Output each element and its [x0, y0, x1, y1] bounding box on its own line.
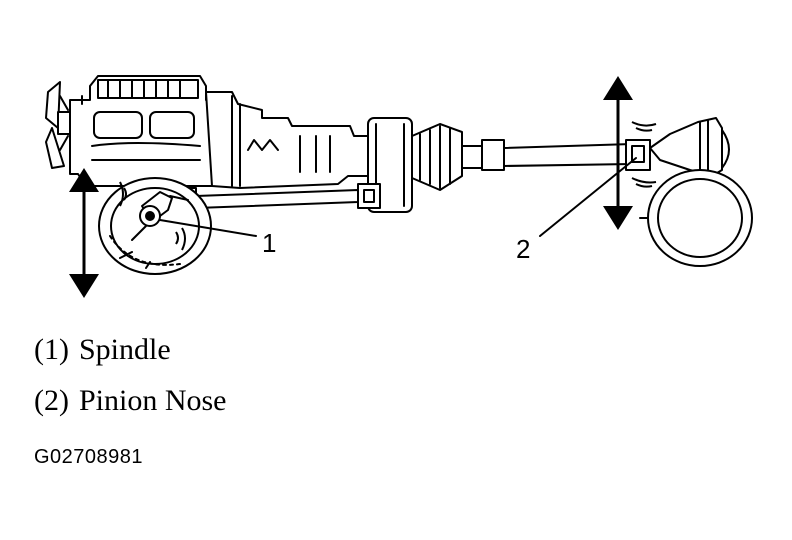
drivetrain-illustration: 1 2 [45, 75, 753, 298]
legend-label: Pinion Nose [78, 384, 227, 417]
engine-block [69, 75, 213, 187]
spindle [131, 191, 189, 241]
legend-id: (2) [34, 384, 69, 417]
legend-id: (1) [34, 333, 69, 366]
rear-differential [649, 117, 730, 177]
transfer-case [367, 117, 463, 213]
callout-1-leader [159, 219, 257, 237]
rear-driveshaft [461, 139, 651, 171]
callout-2-leader [539, 157, 637, 237]
vibration-lines-icon [119, 121, 657, 251]
legend-item-pinion-nose: (2) Pinion Nose [34, 386, 227, 416]
legend-item-spindle: (1) Spindle [34, 335, 171, 365]
legend-label: Spindle [78, 333, 171, 366]
figure-code: G02708981 [34, 446, 144, 468]
callout-2-number: 2 [516, 234, 530, 264]
transmission [205, 91, 373, 189]
fan-icon [45, 81, 73, 169]
rear-wheel [639, 169, 753, 267]
callout-1-number: 1 [262, 228, 276, 258]
